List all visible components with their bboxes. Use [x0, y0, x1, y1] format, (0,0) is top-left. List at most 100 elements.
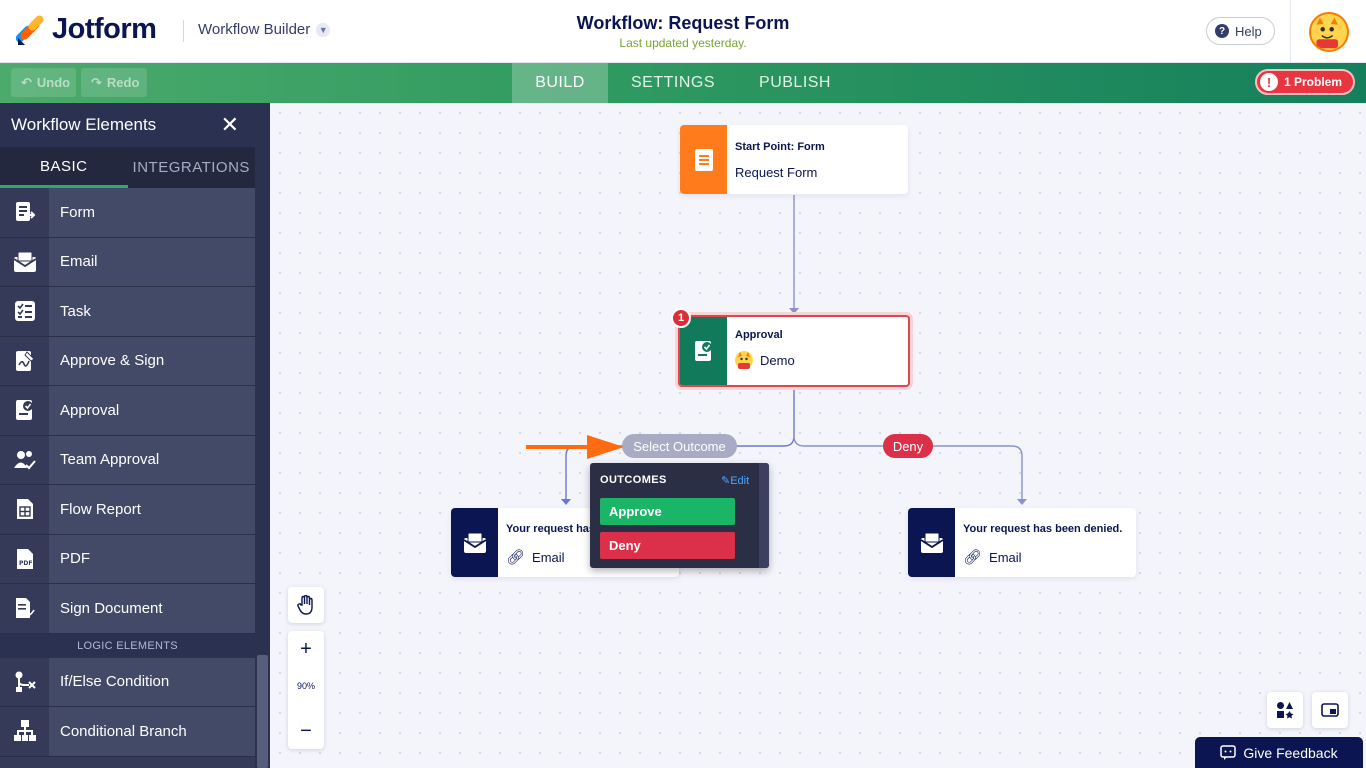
question-icon: ? — [1215, 24, 1229, 38]
hand-icon — [297, 595, 313, 615]
start-point-node[interactable]: Start Point: Form Request Form — [680, 125, 908, 194]
node-title: Your request has — [506, 523, 596, 535]
problems-button[interactable]: ! 1 Problem — [1255, 69, 1355, 95]
tab-build[interactable]: BUILD — [512, 63, 608, 103]
sidebar-item-label: If/Else Condition — [60, 673, 170, 691]
assignee: Demo — [735, 351, 795, 369]
deny-branch-pill[interactable]: Deny — [883, 434, 933, 458]
help-label: Help — [1235, 23, 1262, 39]
sidebar-scrollbar-thumb[interactable] — [257, 655, 268, 768]
sidebar-item-label: Team Approval — [60, 451, 160, 469]
redo-icon: ↷ — [91, 74, 102, 90]
approval-icon — [680, 317, 727, 385]
sidebar-item-label: PDF — [60, 550, 90, 568]
select-outcome-pill[interactable]: Select Outcome — [622, 434, 737, 458]
jotform-logo-icon — [16, 14, 44, 45]
email-icon — [0, 237, 49, 286]
link-icon: 🔗︎ — [963, 549, 983, 566]
sidebar-item-email[interactable]: Email — [0, 237, 255, 287]
sidebar-item-approve-sign[interactable]: Approve & Sign — [0, 336, 255, 386]
sidebar-item-pdf[interactable]: PDF PDF — [0, 534, 255, 584]
assignee-avatar-icon — [735, 351, 753, 369]
workflow-canvas[interactable] — [270, 103, 1366, 768]
problem-label: 1 Problem — [1284, 75, 1343, 89]
top-header: Jotform Workflow Builder ▼ Workflow: Req… — [0, 0, 1366, 63]
help-button[interactable]: ? Help — [1206, 17, 1275, 45]
page-title: Workflow: Request Form — [576, 13, 790, 33]
zoom-controls: + 90% − — [288, 631, 324, 749]
alert-icon: ! — [1260, 73, 1278, 91]
redo-label: Redo — [106, 75, 140, 90]
approve-sign-icon — [0, 336, 49, 385]
sidebar-item-label: Approve & Sign — [60, 352, 165, 370]
node-type-label: Email — [532, 549, 565, 565]
node-title: Your request has been denied. — [963, 523, 1123, 535]
avatar[interactable] — [1308, 11, 1349, 52]
sidebar-item-sign-document[interactable]: Sign Document — [0, 584, 255, 634]
chevron-down-icon: ▼ — [316, 22, 331, 37]
problem-count-badge: 1 — [671, 308, 691, 328]
redo-button[interactable]: ↷ Redo — [81, 68, 147, 97]
sidebar-item-team-approval[interactable]: Team Approval — [0, 435, 255, 485]
sidebar-item-task[interactable]: Task — [0, 287, 255, 337]
zoom-in-button[interactable]: + — [300, 637, 312, 660]
builder-switch[interactable]: Workflow Builder ▼ — [198, 21, 331, 38]
node-type: 🔗︎ Email — [506, 548, 595, 566]
minimap-icon — [1321, 703, 1339, 717]
sidebar-item-label: Task — [60, 302, 91, 320]
annotation-arrow-icon — [526, 435, 624, 459]
sidebar-item-form[interactable]: Form — [0, 188, 255, 238]
sidebar-item-label: Form — [60, 203, 95, 221]
approval-node[interactable]: Approval Demo — [678, 315, 910, 387]
form-icon — [0, 188, 49, 237]
sidebar-item-if-else-condition[interactable]: If/Else Condition — [0, 657, 255, 707]
email-node-denied[interactable]: Your request has been denied. 🔗︎ Email — [908, 508, 1136, 577]
sidebar-item-flow-report[interactable]: Flow Report — [0, 485, 255, 535]
link-icon: 🔗︎ — [506, 549, 526, 566]
sidebar-item-label: Approval — [60, 401, 120, 419]
sidebar-item-conditional-branch[interactable]: Conditional Branch — [0, 707, 255, 757]
feedback-label: Give Feedback — [1243, 744, 1338, 761]
tab-integrations[interactable]: INTEGRATIONS — [132, 159, 250, 176]
undo-icon: ↶ — [21, 74, 32, 90]
jotform-logo[interactable]: Jotform — [16, 13, 157, 46]
node-type-label: Email — [989, 549, 1022, 565]
edit-outcomes-link[interactable]: ✎Edit — [721, 474, 749, 487]
email-icon — [908, 508, 955, 577]
tab-basic[interactable]: BASIC — [0, 147, 128, 188]
panel-header: Workflow Elements ✕ — [0, 103, 255, 147]
node-title: Start Point: Form — [735, 141, 825, 153]
header-divider — [183, 20, 184, 42]
approval-icon — [0, 386, 49, 435]
close-icon[interactable]: ✕ — [220, 112, 239, 137]
sidebar-item-label: Flow Report — [60, 500, 141, 518]
outcome-approve-button[interactable]: Approve — [600, 498, 735, 525]
undo-label: Undo — [36, 75, 71, 90]
pan-tool-button[interactable] — [288, 587, 324, 623]
zoom-out-button[interactable]: − — [300, 719, 312, 742]
outcome-deny-button[interactable]: Deny — [600, 532, 735, 559]
give-feedback-button[interactable]: Give Feedback — [1195, 737, 1363, 768]
team-approval-icon — [0, 435, 49, 484]
sidebar-item-approval[interactable]: Approval — [0, 386, 255, 436]
undo-button[interactable]: ↶ Undo — [11, 68, 76, 97]
svg-text:PDF: PDF — [19, 560, 32, 567]
sidebar-scrollbar[interactable] — [255, 103, 270, 768]
flow-report-icon — [0, 485, 49, 534]
if-else-icon — [0, 657, 49, 706]
popover-scrollbar[interactable] — [759, 463, 769, 568]
tab-publish[interactable]: PUBLISH — [759, 74, 831, 91]
assignee-name: Demo — [760, 352, 795, 368]
apps-button[interactable] — [1267, 692, 1303, 728]
builder-toolbar — [0, 63, 1366, 103]
minimap-button[interactable] — [1312, 692, 1348, 728]
account-menu[interactable] — [1290, 0, 1366, 63]
feedback-icon — [1220, 744, 1237, 760]
node-subtitle: Request Form — [735, 165, 818, 180]
sidebar-item-label: Email — [60, 253, 98, 271]
pencil-icon: ✎ — [721, 475, 731, 487]
tab-settings[interactable]: SETTINGS — [630, 74, 715, 91]
shapes-icon — [1277, 702, 1294, 719]
pdf-icon: PDF — [0, 534, 49, 583]
workflow-title-block: Workflow: Request Form Last updated yest… — [483, 13, 883, 50]
